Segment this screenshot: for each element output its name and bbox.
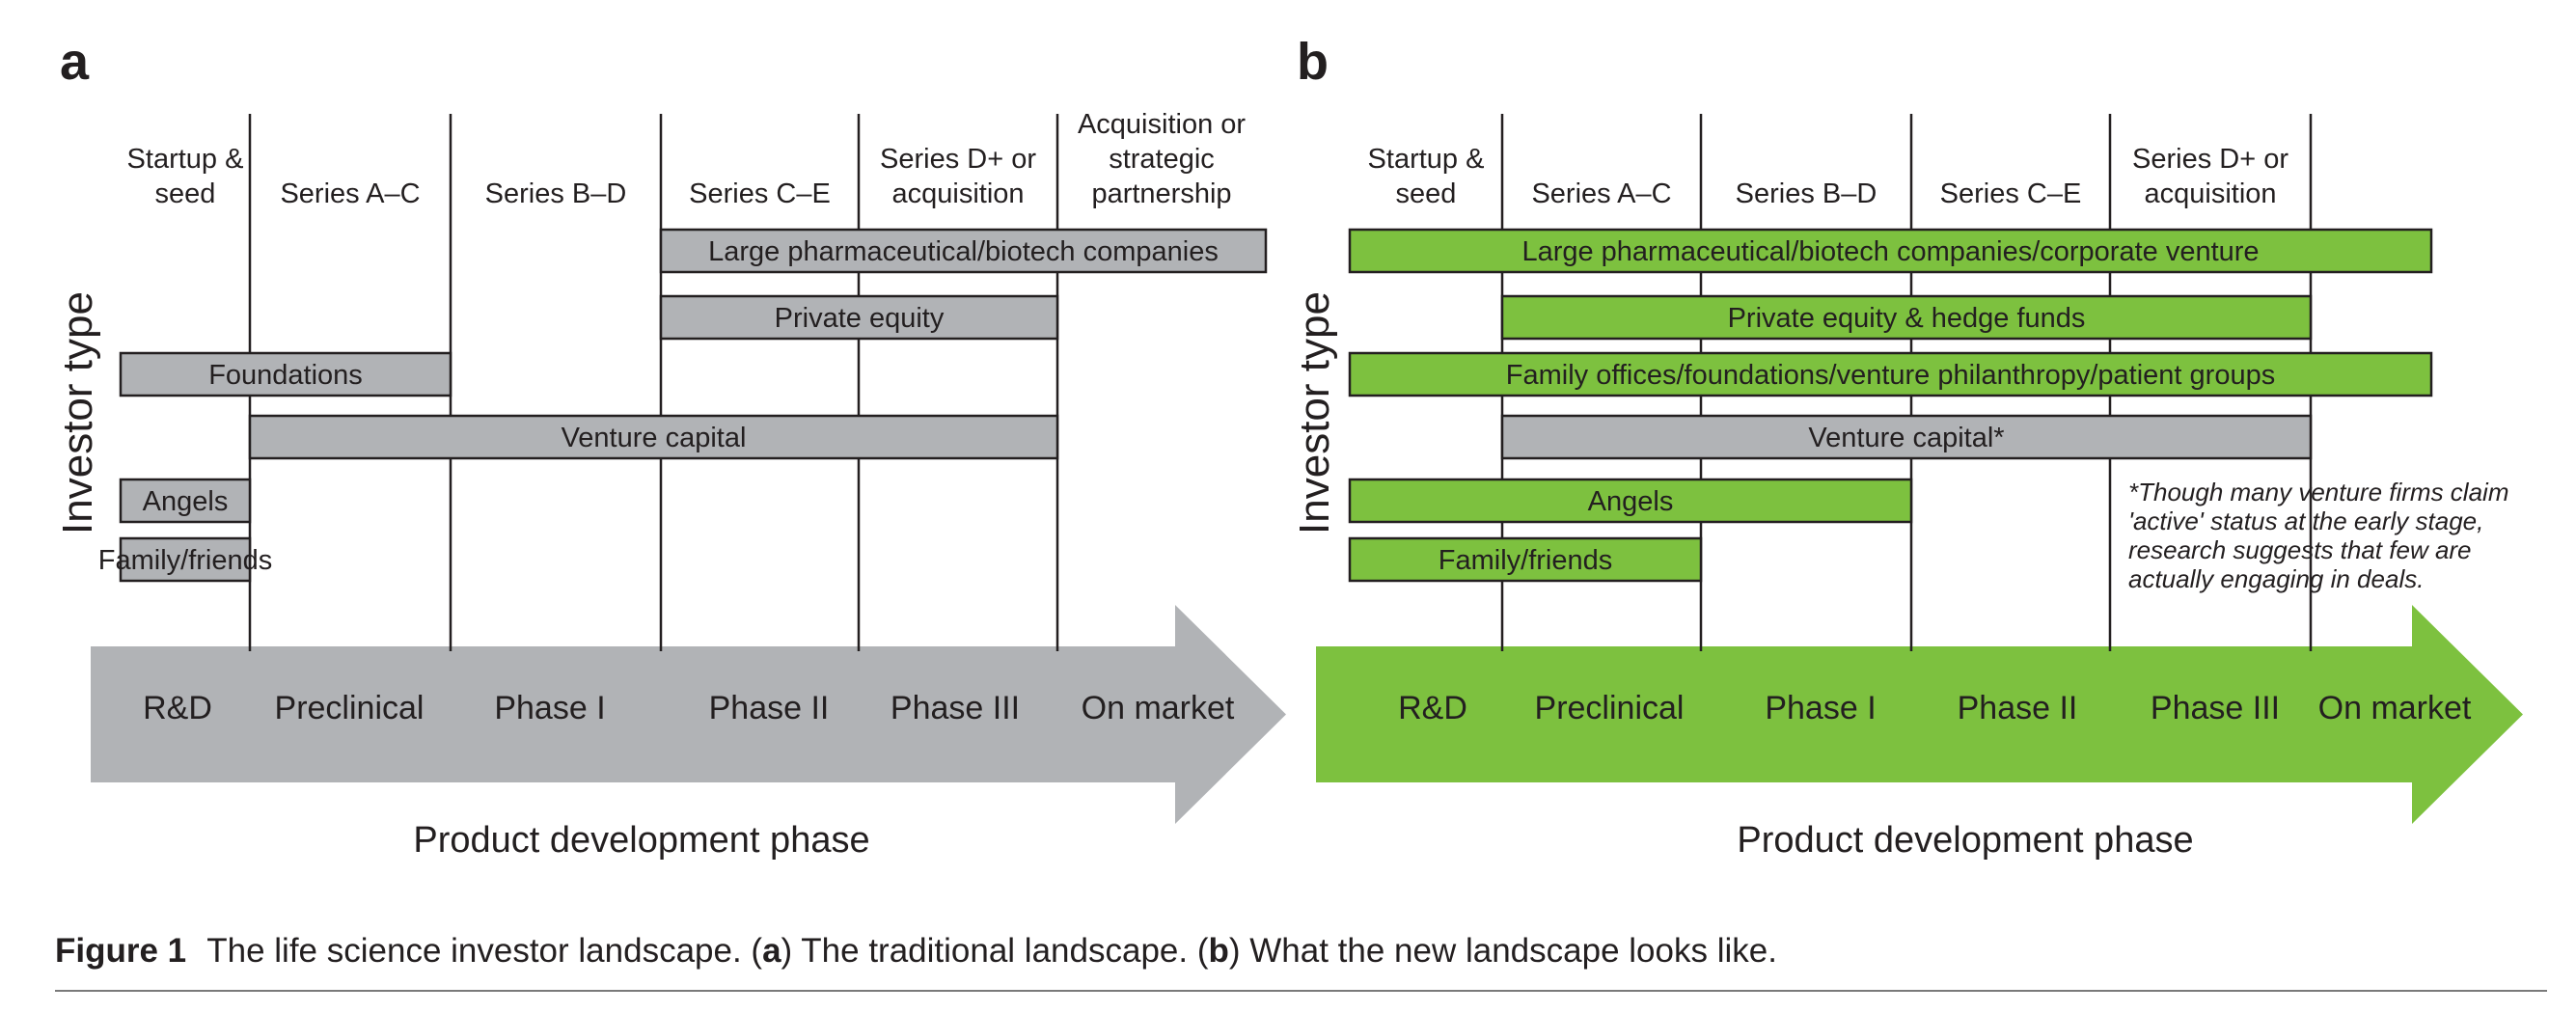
funding-stage-label: Series A–C	[1531, 178, 1671, 209]
funding-stage-label: Series A–C	[280, 178, 420, 209]
caption-text-1: The life science investor landscape. (	[198, 932, 763, 970]
phase-label: On market	[1082, 690, 1235, 726]
x-axis-title: Product development phase	[413, 820, 869, 861]
y-axis-title: Investor type	[54, 291, 101, 534]
panel-label-b: b	[1297, 33, 1329, 91]
figure-caption: Figure 1 The life science investor lands…	[55, 932, 1777, 971]
funding-stage-label: acquisition	[891, 178, 1024, 209]
funding-stage-label: partnership	[1091, 178, 1231, 209]
venture-capital-footnote: actually engaging in deals.	[2128, 564, 2424, 593]
caption-label: Figure 1	[55, 932, 187, 970]
funding-stage-label: acquisition	[2144, 178, 2276, 209]
phase-label: Preclinical	[275, 690, 425, 726]
investor-bar-label: Private equity & hedge funds	[1728, 303, 2086, 334]
funding-stage-label: Startup &	[1368, 144, 1485, 175]
investor-bar	[119, 536, 252, 583]
phase-label: Phase II	[1958, 690, 2078, 726]
caption-rule	[55, 990, 2547, 992]
venture-capital-footnote: research suggests that few are	[2128, 535, 2472, 564]
investor-bar	[119, 478, 252, 524]
phase-arrow	[1316, 605, 2523, 824]
investor-bar	[1500, 414, 2313, 460]
phase-label: Phase III	[891, 690, 1020, 726]
investor-bar	[659, 294, 1059, 341]
phase-label: Phase II	[709, 690, 830, 726]
funding-stage-label: seed	[1396, 178, 1457, 209]
caption-text-3: ) What the new landscape looks like.	[1228, 932, 1777, 970]
investor-bar-label: Family/friends	[1439, 545, 1613, 576]
funding-stage-label: Series B–D	[1736, 178, 1877, 209]
y-axis-title: Investor type	[1291, 291, 1338, 534]
investor-bar-label: Family offices/foundations/venture phila…	[1506, 360, 2275, 391]
caption-text-2: ) The traditional landscape. (	[781, 932, 1209, 970]
funding-stage-label: Series C–E	[689, 178, 831, 209]
investor-bar-label: Venture capital	[562, 423, 747, 453]
funding-stage-label: strategic	[1109, 144, 1215, 175]
caption-panel-b-ref: b	[1208, 932, 1229, 970]
phase-label: R&D	[143, 690, 212, 726]
investor-bar	[1348, 478, 1913, 524]
investor-bar	[659, 228, 1268, 274]
investor-bar-label: Private equity	[775, 303, 945, 334]
phase-label: On market	[2318, 690, 2472, 726]
investor-bar	[248, 414, 1059, 460]
phase-label: Phase I	[1765, 690, 1876, 726]
investor-bar-label: Foundations	[208, 360, 363, 391]
phase-label: Phase I	[494, 690, 605, 726]
investor-bar-label: Large pharmaceutical/biotech companies	[708, 236, 1219, 267]
investor-bar	[119, 351, 452, 397]
venture-capital-footnote: 'active' status at the early stage,	[2128, 506, 2483, 535]
investor-bar-label: Venture capital*	[1808, 423, 2004, 453]
phase-label: Preclinical	[1535, 690, 1685, 726]
funding-stage-label: Series B–D	[485, 178, 627, 209]
funding-stage-label: Startup &	[127, 144, 244, 175]
funding-stage-label: Series C–E	[1940, 178, 2082, 209]
panel-label-a: a	[60, 33, 90, 91]
phase-label: Phase III	[2151, 690, 2280, 726]
phase-label: R&D	[1398, 690, 1467, 726]
investor-bar-label: Angels	[1588, 486, 1674, 517]
funding-stage-label: seed	[155, 178, 216, 209]
investor-bar-label: Family/friends	[98, 545, 273, 576]
investor-bar-label: Large pharmaceutical/biotech companies/c…	[1521, 236, 2259, 267]
investor-bar	[1348, 351, 2433, 397]
funding-stage-label: Series D+ or	[880, 144, 1036, 175]
investor-bar	[1348, 536, 1703, 583]
x-axis-title: Product development phase	[1737, 820, 2193, 861]
venture-capital-footnote: *Though many venture firms claim	[2128, 478, 2508, 506]
funding-stage-label: Series D+ or	[2132, 144, 2288, 175]
investor-bar	[1500, 294, 2313, 341]
phase-arrow	[91, 605, 1286, 824]
investor-bar-label: Angels	[143, 486, 229, 517]
caption-panel-a-ref: a	[762, 932, 781, 970]
investor-bar	[1348, 228, 2433, 274]
funding-stage-label: Acquisition or	[1078, 109, 1246, 140]
